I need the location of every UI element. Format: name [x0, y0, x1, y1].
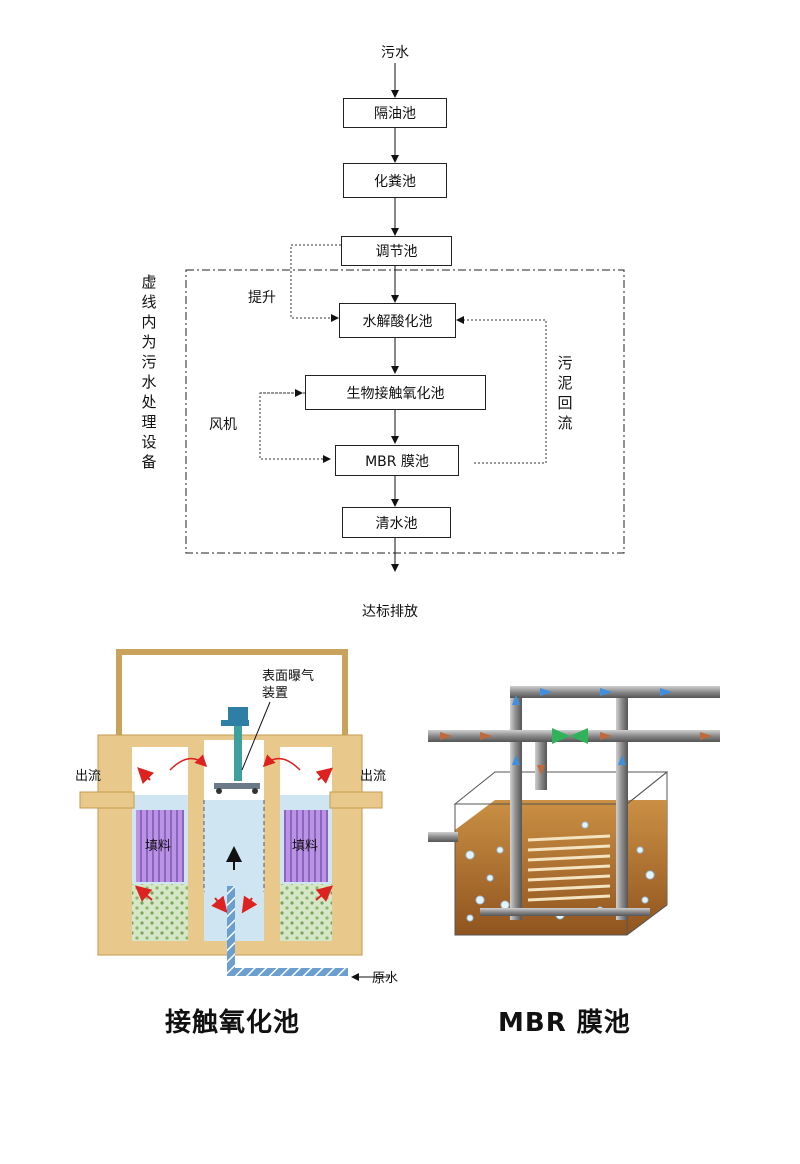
- filler-left-label: 填料: [145, 839, 172, 854]
- contact-tank-caption: 接触氧化池: [165, 1008, 301, 1038]
- equipment-note-label: 虚线内为污水处理设备: [141, 273, 157, 471]
- lift-label: 提升: [248, 290, 276, 306]
- step-mbr-tank: MBR 膜池: [335, 445, 459, 476]
- step-clear-water-tank: 清水池: [342, 507, 451, 538]
- raw-water-label: 原水: [372, 971, 399, 986]
- blower-label: 风机: [209, 417, 237, 433]
- aerator-label: 表面曝气装置: [262, 669, 315, 701]
- input-label: 污水: [381, 45, 409, 61]
- outflow-left-label: 出流: [75, 769, 102, 784]
- mbr-tank-caption: MBR 膜池: [498, 1008, 631, 1038]
- step-septic-tank: 化粪池: [343, 163, 447, 198]
- step-grease-trap: 隔油池: [343, 98, 447, 128]
- step-contact-oxidation-tank: 生物接触氧化池: [305, 375, 486, 410]
- step-hydrolysis-tank: 水解酸化池: [339, 303, 456, 338]
- equipment-boundary: [185, 269, 625, 554]
- output-label: 达标排放: [362, 604, 418, 620]
- filler-right-label: 填料: [292, 839, 319, 854]
- step-equalization-tank: 调节池: [341, 236, 452, 266]
- outflow-right-label: 出流: [360, 769, 387, 784]
- sludge-return-label: 污泥回流: [557, 354, 573, 432]
